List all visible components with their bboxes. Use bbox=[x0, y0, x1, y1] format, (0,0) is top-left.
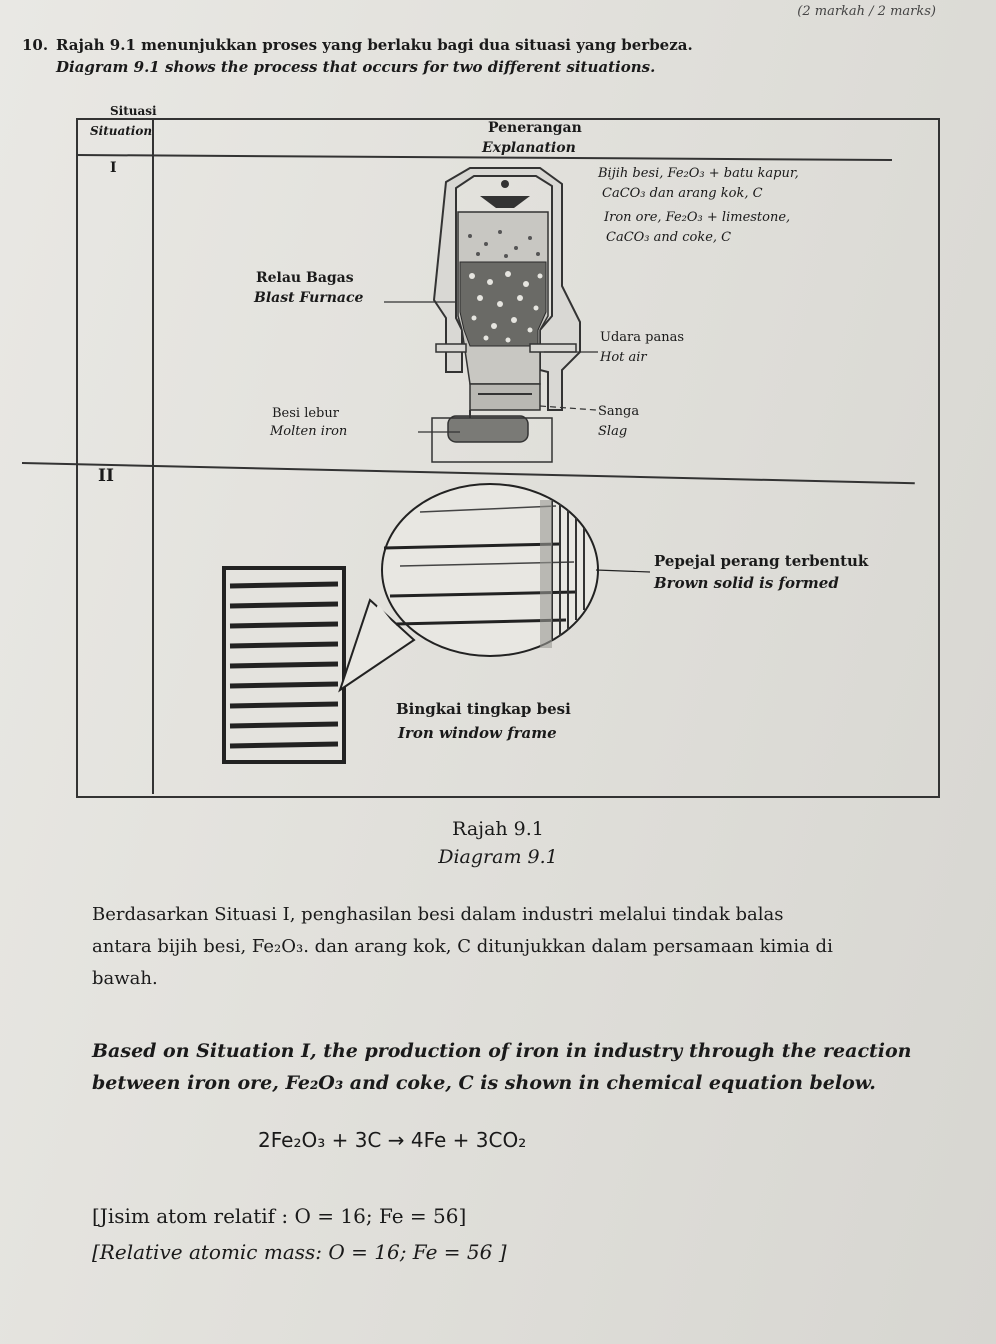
diagram-caption-ms: Rajah 9.1 bbox=[452, 818, 544, 840]
ore-label-en-2: CaCO₃ and coke, C bbox=[606, 230, 732, 245]
header-explanation-en: Explanation bbox=[482, 140, 576, 156]
table-column-divider bbox=[152, 118, 154, 794]
chemical-equation: 2Fe₂O₃ + 3C → 4Fe + 3CO₂ bbox=[258, 1128, 527, 1152]
window-frame-label-en: Iron window frame bbox=[398, 724, 557, 742]
situation-2-label: II bbox=[98, 466, 114, 486]
body-ms-line-1: Berdasarkan Situasi I, penghasilan besi … bbox=[92, 904, 784, 925]
body-ms-line-2: antara bijih besi, Fe₂O₃. dan arang kok,… bbox=[92, 936, 833, 957]
body-ms-line-3: bawah. bbox=[92, 968, 158, 989]
window-frame-drawing bbox=[222, 483, 651, 764]
hot-air-label-en: Hot air bbox=[600, 350, 647, 365]
question-number: 10. bbox=[22, 36, 49, 54]
header-explanation-ms: Penerangan bbox=[488, 120, 582, 136]
brown-solid-label-en: Brown solid is formed bbox=[654, 574, 839, 592]
question-stem-ms: Rajah 9.1 menunjukkan proses yang berlak… bbox=[56, 36, 693, 54]
body-en-line-1: Based on Situation I, the production of … bbox=[92, 1040, 912, 1062]
brown-solid-label-ms: Pepejal perang terbentuk bbox=[654, 552, 869, 570]
situation-1-label: I bbox=[110, 160, 117, 176]
ore-label-en: Iron ore, Fe₂O₃ + limestone, bbox=[604, 210, 791, 225]
slag-label-ms: Sanga bbox=[598, 404, 640, 419]
relative-atomic-mass-en: [Relative atomic mass: O = 16; Fe = 56 ] bbox=[92, 1240, 507, 1264]
ore-label-ms: Bijih besi, Fe₂O₃ + batu kapur, bbox=[598, 166, 799, 181]
diagram-caption-en: Diagram 9.1 bbox=[438, 846, 558, 868]
slag-label-en: Slag bbox=[598, 424, 628, 439]
question-stem-en: Diagram 9.1 shows the process that occur… bbox=[56, 58, 656, 76]
body-en-line-2: between iron ore, Fe₂O₃ and coke, C is s… bbox=[92, 1072, 876, 1094]
ore-label-ms-2: CaCO₃ dan arang kok, C bbox=[602, 186, 763, 201]
header-situation-ms: Situasi bbox=[110, 104, 157, 118]
molten-iron-label-ms: Besi lebur bbox=[272, 406, 339, 421]
situation-table bbox=[76, 118, 940, 798]
furnace-label-en: Blast Furnace bbox=[254, 290, 364, 306]
furnace-label-ms: Relau Bagas bbox=[256, 270, 354, 286]
header-situation-en: Situation bbox=[90, 124, 153, 138]
window-frame-label-ms: Bingkai tingkap besi bbox=[396, 700, 571, 718]
hot-air-label-ms: Udara panas bbox=[600, 330, 684, 345]
marks-note: (2 markah / 2 marks) bbox=[797, 4, 936, 19]
molten-iron-label-en: Molten iron bbox=[270, 424, 348, 439]
blast-furnace-drawing bbox=[384, 167, 598, 463]
relative-atomic-mass-ms: [Jisim atom relatif : O = 16; Fe = 56] bbox=[92, 1204, 467, 1228]
